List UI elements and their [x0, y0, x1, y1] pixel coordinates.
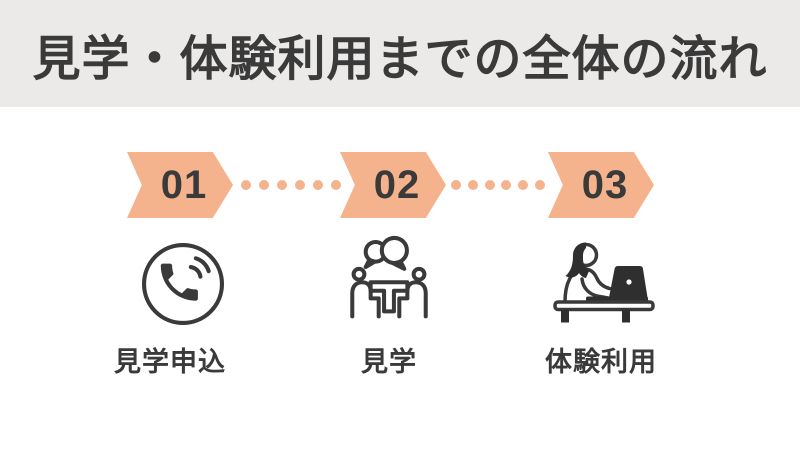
connector-dot [534, 180, 545, 190]
connector-dot [451, 180, 461, 190]
step-label-3: 体験利用 [545, 347, 657, 377]
connector-dot [467, 180, 478, 190]
page-title: 見学・体験利用までの全体の流れ [32, 32, 768, 86]
connector-dot [518, 180, 529, 190]
laptop-user-icon [552, 238, 656, 329]
connector-dots-2 [451, 180, 545, 190]
step-number-1: 01 [160, 162, 208, 207]
connector-dot [277, 180, 287, 190]
step-chevron-3: 03 [548, 152, 654, 218]
connector-dot [313, 180, 323, 190]
connector-dot [331, 180, 341, 190]
step-chevron-2: 02 [340, 152, 446, 218]
step-label-1: 見学申込 [114, 347, 226, 377]
meeting-icon [346, 233, 432, 324]
connector-dot [241, 180, 251, 190]
connector-dot [484, 180, 495, 190]
connector-dot [259, 180, 269, 190]
connector-dot [295, 180, 305, 190]
step-chevron-1: 01 [127, 152, 233, 218]
step-number-3: 03 [581, 162, 629, 207]
connector-dot [501, 180, 512, 190]
step-number-2: 02 [373, 162, 421, 207]
connector-dots-1 [241, 180, 341, 190]
step-label-2: 見学 [361, 347, 417, 377]
phone-call-icon [139, 240, 227, 333]
header-band: 見学・体験利用までの全体の流れ [0, 0, 800, 107]
